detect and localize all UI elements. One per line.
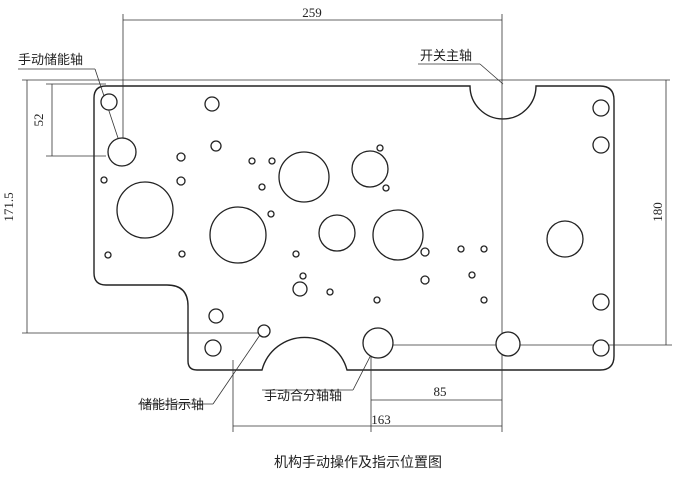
small-hole <box>267 210 275 218</box>
small-hole <box>468 271 476 279</box>
hole <box>210 140 222 152</box>
label-switch-main-shaft: 开关主轴 <box>420 49 472 64</box>
hole <box>592 339 610 357</box>
small-hole <box>176 152 186 162</box>
hole <box>292 281 308 297</box>
large-opening <box>546 220 584 258</box>
dim-right-height: 180 <box>650 202 665 222</box>
hole <box>592 293 610 311</box>
large-opening <box>278 151 330 203</box>
dim-bottom-163: 163 <box>371 412 391 427</box>
dim-top-width: 259 <box>302 5 322 20</box>
small-hole <box>104 251 112 259</box>
small-hole <box>457 245 465 253</box>
small-hole <box>268 157 276 165</box>
small-hole <box>326 288 334 296</box>
label-manual-open-close-shaft: 手动合分轴轴 <box>264 389 342 404</box>
small-hole <box>420 275 430 285</box>
dim-left-height: 171.5 <box>1 192 16 221</box>
small-hole <box>373 296 381 304</box>
large-opening <box>318 214 356 252</box>
label-manual-storage-shaft: 手动储能轴 <box>18 53 83 68</box>
manual-open-close-shaft-hole <box>362 327 394 359</box>
plate-outline <box>93 85 615 371</box>
label-storage-indicator-shaft: 储能指示轴 <box>139 398 204 413</box>
small-hole <box>382 184 390 192</box>
hole <box>204 339 222 357</box>
manual-storage-shaft-hole <box>107 137 137 167</box>
figure-caption: 机构手动操作及指示位置图 <box>274 455 442 471</box>
small-hole <box>420 247 430 257</box>
holes <box>100 93 610 359</box>
hole <box>204 96 220 112</box>
large-opening <box>372 209 424 261</box>
small-hole <box>248 157 256 165</box>
hole <box>208 308 224 324</box>
small-hole <box>258 183 266 191</box>
small-hole <box>178 250 186 258</box>
hole <box>592 99 610 117</box>
large-opening <box>209 206 267 264</box>
hole <box>495 331 521 357</box>
small-hole <box>299 272 307 280</box>
small-hole <box>100 176 108 184</box>
small-hole <box>292 250 300 258</box>
large-opening <box>116 181 174 239</box>
dim-small-vertical: 52 <box>31 114 46 127</box>
dimension-lines <box>22 14 672 432</box>
storage-indicator-shaft-hole <box>257 324 271 338</box>
small-hole <box>480 245 488 253</box>
small-hole <box>176 176 186 186</box>
small-hole <box>480 296 488 304</box>
dim-bottom-85: 85 <box>434 384 447 399</box>
small-hole <box>376 144 384 152</box>
hole <box>100 93 118 111</box>
hole <box>592 136 610 154</box>
large-opening <box>351 150 389 188</box>
